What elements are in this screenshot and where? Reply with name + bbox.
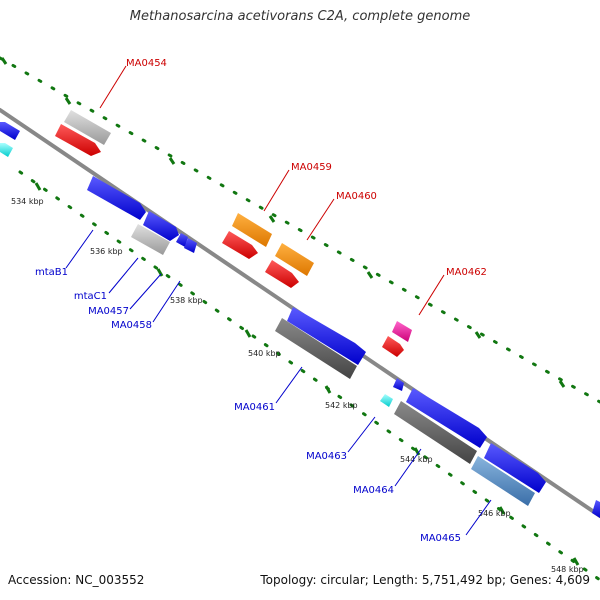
gene-feature-ma0464-blue: [406, 388, 487, 448]
gene-feature-mtac1: [143, 211, 179, 241]
gene-label-ma0454: MA0454: [126, 58, 167, 69]
forward-gene-labels: MA0454 MA0459 MA0460 MA0462: [126, 58, 487, 278]
inner-ticks: [34, 182, 580, 566]
gene-label-ma0461: MA0461: [234, 402, 275, 413]
gene-feature-cyan: [0, 143, 13, 157]
accession-text: Accession: NC_003552: [8, 573, 145, 587]
gene-feature-ma0461-blue: [287, 307, 366, 365]
gene-feature-blue: [0, 122, 20, 140]
map-title: Methanosarcina acetivorans C2A, complete…: [129, 9, 471, 24]
gene-feature-ma0458a: [176, 233, 188, 247]
leader-lines: [65, 65, 492, 536]
reverse-gene-labels: mtaB1 mtaC1 MA0457 MA0458 MA0461 MA0463 …: [35, 267, 461, 544]
gene-features: [0, 110, 600, 518]
gene-label-ma0458: MA0458: [111, 320, 152, 331]
tick-label: 546 kbp: [478, 509, 511, 518]
gene-feature-ma0454-red: [55, 124, 101, 156]
tick-labels: 534 kbp 536 kbp 538 kbp 540 kbp 542 kbp …: [11, 197, 584, 574]
gene-feature-ma0459-red: [222, 231, 258, 259]
gene-feature-blue-edge: [592, 500, 600, 518]
gene-label-ma0460: MA0460: [336, 191, 377, 202]
outer-ruler-line: [0, 56, 600, 404]
tick-label: 536 kbp: [90, 247, 123, 256]
tick-label: 542 kbp: [325, 401, 358, 410]
gene-label-ma0465: MA0465: [420, 533, 461, 544]
gene-label-mtab1: mtaB1: [35, 267, 68, 278]
gene-label-ma0464: MA0464: [353, 485, 394, 496]
gene-feature-mtab1: [87, 176, 146, 220]
tick-label: 548 kbp: [551, 565, 584, 574]
gene-label-ma0463: MA0463: [306, 451, 347, 462]
gene-feature-ma0461-dark: [275, 318, 357, 379]
gene-feature-ma0463-cyan: [380, 394, 393, 407]
gene-feature-ma0462-red: [382, 336, 404, 357]
inner-ruler-line: [18, 170, 600, 582]
outer-ticks: [0, 57, 566, 388]
gene-feature-ma0462-pink: [392, 321, 412, 342]
gene-feature-ma0457: [131, 224, 170, 255]
genome-summary-text: Topology: circular; Length: 5,751,492 bp…: [260, 573, 590, 587]
gene-feature-ma0465-steel: [471, 456, 535, 506]
gene-feature-ma0465-blue: [484, 443, 546, 493]
gene-label-ma0459: MA0459: [291, 162, 332, 173]
tick-label: 544 kbp: [400, 455, 433, 464]
gene-label-ma0462: MA0462: [446, 267, 487, 278]
gene-feature-ma0454-gray: [64, 110, 111, 145]
gene-label-ma0457: MA0457: [88, 306, 129, 317]
gene-feature-ma0460-orange: [275, 243, 314, 276]
tick-label: 534 kbp: [11, 197, 44, 206]
gene-feature-ma0463-blue: [393, 378, 404, 391]
gene-feature-ma0460-red: [265, 260, 299, 288]
gene-label-mtac1: mtaC1: [74, 291, 107, 302]
gene-feature-ma0464-dark: [394, 401, 477, 464]
tick-label: 540 kbp: [248, 349, 281, 358]
gene-feature-ma0458b: [184, 238, 197, 253]
gene-feature-ma0459-orange: [232, 213, 272, 247]
tick-label: 538 kbp: [170, 296, 203, 305]
